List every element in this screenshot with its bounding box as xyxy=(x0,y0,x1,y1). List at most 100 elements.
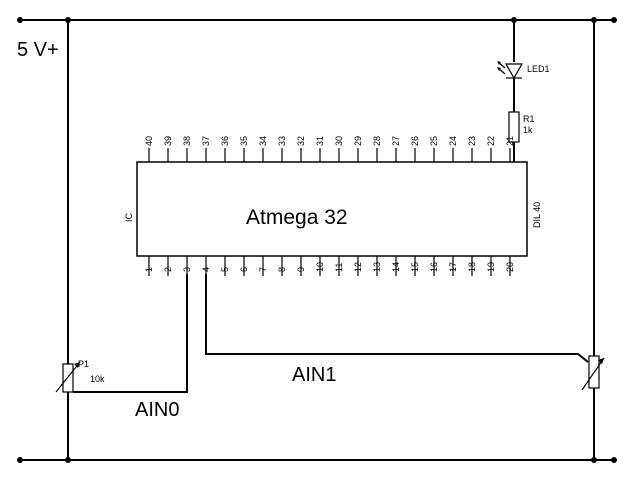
ain0-wire xyxy=(73,274,188,393)
chip-pin-number: 11 xyxy=(334,263,344,272)
chip-pin-35: 35 xyxy=(239,136,249,162)
pot-p1-ref: P1 xyxy=(78,359,89,369)
chip-pin-21: 21 xyxy=(505,136,515,162)
chip-pin-number: 19 xyxy=(486,262,496,272)
ain1-wire xyxy=(205,274,589,363)
chip-pin-number: 24 xyxy=(448,136,458,146)
chip-pin-number: 31 xyxy=(315,136,325,146)
potentiometer-p1 xyxy=(62,363,74,393)
chip-pin-number: 36 xyxy=(220,136,230,146)
chip-pin-number: 35 xyxy=(239,136,249,146)
chip-pin-9: 9 xyxy=(296,256,306,276)
chip-pin-number: 14 xyxy=(391,262,401,272)
top-rail-left-terminal xyxy=(17,17,23,23)
pot-right-arrow-line xyxy=(581,357,605,391)
chip-pin-20: 20 xyxy=(505,256,515,276)
chip-pin-number: 32 xyxy=(296,136,306,146)
chip-pin-25: 25 xyxy=(429,136,439,162)
chip-pin-29: 29 xyxy=(353,136,363,162)
pot-p1-arrow-icon xyxy=(74,362,80,368)
chip-right-label: DIL 40 xyxy=(532,202,542,228)
chip-pin-5: 5 xyxy=(220,256,230,276)
chip-pin-10: 10 xyxy=(315,256,325,276)
chip-pin-number: 10 xyxy=(315,262,325,272)
chip-pin-number: 34 xyxy=(258,136,268,146)
chip-pin-2: 2 xyxy=(163,256,173,276)
chip-pin-number: 12 xyxy=(353,262,363,272)
bottom-rail-left-terminal xyxy=(17,457,23,463)
chip-pin-33: 33 xyxy=(277,136,287,162)
led-triangle xyxy=(504,63,524,80)
chip-pin-14: 14 xyxy=(391,256,401,276)
resistor-ref: R1 xyxy=(523,114,535,124)
pot-p1-value: 10k xyxy=(90,374,105,384)
chip-pin-12: 12 xyxy=(353,256,363,276)
top-rail-right-terminal xyxy=(611,17,617,23)
chip-body xyxy=(136,161,528,257)
chip-pin-18: 18 xyxy=(467,256,477,276)
chip-pin-7: 7 xyxy=(258,256,268,276)
chip-pin-6: 6 xyxy=(239,256,249,276)
chip-pin-number: 23 xyxy=(467,136,477,146)
chip-pin-number: 18 xyxy=(467,262,477,272)
chip-pin-number: 7 xyxy=(258,267,268,272)
chip-pin-number: 6 xyxy=(239,267,249,272)
chip-pin-number: 15 xyxy=(410,262,420,272)
chip-pin-38: 38 xyxy=(182,136,192,162)
chip-pin-number: 5 xyxy=(220,267,230,272)
chip-pin-number: 20 xyxy=(505,262,515,272)
chip-pin-28: 28 xyxy=(372,136,382,162)
chip-pin-15: 15 xyxy=(410,256,420,276)
ain1-label: AIN1 xyxy=(292,364,336,386)
chip-pin-number: 33 xyxy=(277,136,287,146)
chip-name: Atmega 32 xyxy=(246,206,348,229)
supply-label: 5 V+ xyxy=(17,39,59,61)
chip-left-label: IC xyxy=(124,212,134,222)
chip-pin-number: 38 xyxy=(182,136,192,146)
chip-pin-number: 13 xyxy=(372,262,382,272)
chip-pin-number: 40 xyxy=(144,136,154,146)
chip-pin-number: 21 xyxy=(505,136,515,146)
chip-pin-30: 30 xyxy=(334,136,344,162)
chip-pin-number: 17 xyxy=(448,262,458,272)
led-ref: LED1 xyxy=(527,64,550,74)
chip-pin-number: 39 xyxy=(163,136,173,146)
chip-pin-number: 29 xyxy=(353,136,363,146)
chip-pin-number: 37 xyxy=(201,136,211,146)
chip-pin-8: 8 xyxy=(277,256,287,276)
chip-pin-number: 9 xyxy=(296,267,306,272)
chip-pin-39: 39 xyxy=(163,136,173,162)
chip-pin-number: 8 xyxy=(277,267,287,272)
chip-pin-37: 37 xyxy=(201,136,211,162)
chip-pin-16: 16 xyxy=(429,256,439,276)
chip-pin-22: 22 xyxy=(486,136,496,162)
resistor-value: 1k xyxy=(523,125,533,135)
chip-pin-26: 26 xyxy=(410,136,420,162)
chip-pin-4: 4 xyxy=(201,256,211,276)
chip-pin-number: 30 xyxy=(334,136,344,146)
chip-pin-40: 40 xyxy=(144,136,154,162)
chip-pin-23: 23 xyxy=(467,136,477,162)
ain0-label: AIN0 xyxy=(135,399,179,421)
chip-pin-number: 2 xyxy=(163,267,173,272)
chip-pin-1: 1 xyxy=(144,256,154,276)
chip-pin-34: 34 xyxy=(258,136,268,162)
chip-pin-number: 27 xyxy=(391,136,401,146)
led-arrow-icon-2 xyxy=(497,67,501,71)
pot-p1-arrow-line xyxy=(55,361,81,393)
chip-pin-3: 3 xyxy=(182,256,192,276)
chip-pin-36: 36 xyxy=(220,136,230,162)
chip-top-pins: 40 39 38 37 36 35 34 33 32 31 30 29 28 27 26 25 24 23 22 21 xyxy=(144,136,515,162)
bottom-rail-right-terminal xyxy=(611,457,617,463)
chip-pin-13: 13 xyxy=(372,256,382,276)
chip-pin-number: 1 xyxy=(144,267,154,272)
chip-pin-number: 16 xyxy=(429,262,439,272)
led-arrow-icon-1 xyxy=(497,61,501,65)
chip-pin-number: 4 xyxy=(201,267,211,272)
chip-pin-32: 32 xyxy=(296,136,306,162)
chip-pin-19: 19 xyxy=(486,256,496,276)
chip-pin-17: 17 xyxy=(448,256,458,276)
chip-pin-number: 22 xyxy=(486,136,496,146)
